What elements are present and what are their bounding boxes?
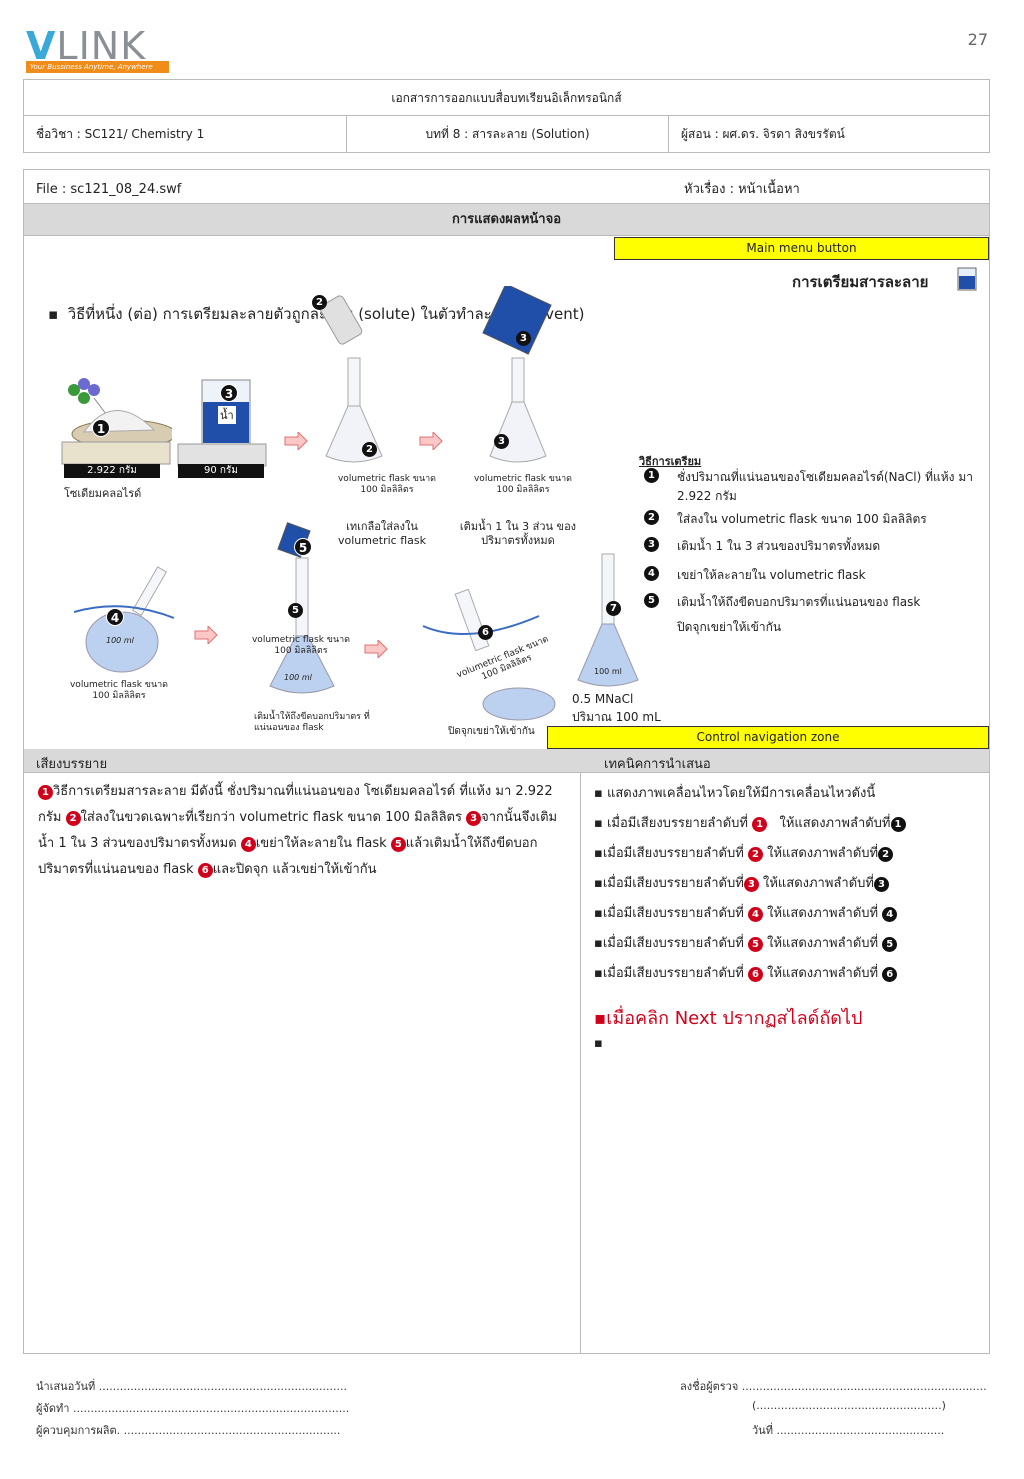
file-name: File : sc121_08_24.swf bbox=[36, 182, 182, 197]
flask-5-illustration bbox=[269, 522, 335, 694]
narration-header: เสียงบรรยาย bbox=[36, 757, 108, 772]
instructor-name: ผู้สอน : ผศ.ดร. จิรดา สิงขรรัตน์ bbox=[681, 127, 845, 141]
flask-label-4: volumetric flask ขนาด 100 มิลลิลิตร bbox=[69, 680, 169, 701]
add-water-caption: เติมน้ำ 1 ใน 3 ส่วน ของปริมาตรทั้งหมด bbox=[459, 520, 577, 547]
technique-item: ▪ เมื่อมีเสียงบรรยายลำดับที่ 1 ให้แสดงภา… bbox=[594, 812, 984, 833]
storyboard-frame: File : sc121_08_24.swf หัวเรื่อง : หน้าเ… bbox=[23, 169, 990, 1354]
vlink-logo: VLINK Your Bussiness Anytime, Anywhere bbox=[26, 24, 171, 74]
result-volume: ปริมาณ 100 mL bbox=[572, 710, 661, 724]
producer: ผู้จัดทำ ...............................… bbox=[36, 1402, 350, 1415]
flask-with-shaker-illustration bbox=[319, 295, 383, 463]
topic-label: หัวเรื่อง : หน้าเนื้อหา bbox=[684, 182, 800, 197]
screen-display-bar: การแสดงผลหน้าจอ bbox=[24, 204, 989, 236]
salt-mass-label: 2.922 กรัม bbox=[64, 464, 160, 478]
water-mass-label: 90 กรัม bbox=[178, 464, 264, 478]
control-navigation-zone[interactable]: Control navigation zone bbox=[547, 726, 989, 749]
document-header: เอกสารการออกแบบสื่อบทเรียนอิเล็กทรอนิกส์… bbox=[23, 79, 990, 153]
step-item: ปิดจุกเขย่าให้เข้ากัน bbox=[677, 620, 782, 634]
reviewer-signature: ลงชื่อผู้ตรวจ ..........................… bbox=[680, 1380, 987, 1393]
presented-date: นำเสนอวันที่ ...........................… bbox=[36, 1380, 347, 1393]
technique-item: ▪เมื่อมีเสียงบรรยายลำดับที่ 2 ให้แสดงภาพ… bbox=[594, 842, 984, 863]
arrow-right-icon bbox=[419, 432, 443, 450]
flask-ml-label: 100 ml bbox=[106, 636, 134, 645]
technique-item: ▪เมื่อมีเสียงบรรยายลำดับที่ 4 ให้แสดงภาพ… bbox=[594, 902, 984, 923]
result-concentration: 0.5 MNaCl bbox=[572, 692, 634, 706]
flask-label-2: volumetric flask ขนาด 100 มิลลิลิตร bbox=[337, 474, 437, 495]
salt-name: โซเดียมคลอไรด์ bbox=[64, 487, 142, 500]
review-date: วันที่ .................................… bbox=[752, 1424, 945, 1437]
tilted-flask-6-illustration bbox=[422, 588, 556, 721]
slide-area: Main menu button การเตรียมสารละลาย ▪ วิธ… bbox=[24, 236, 989, 749]
flask-with-beaker-illustration bbox=[482, 286, 552, 463]
course-name: ชื่อวิชา : SC121/ Chemistry 1 bbox=[24, 116, 347, 153]
flask-label-5: volumetric flask ขนาด 100 มิลลิลิตร bbox=[251, 635, 351, 656]
document-title: เอกสารการออกแบบสื่อบทเรียนอิเล็กทรอนิกส์ bbox=[24, 80, 989, 116]
logo-tagline: Your Bussiness Anytime, Anywhere bbox=[26, 61, 169, 73]
reviewer-name: (.......................................… bbox=[752, 1399, 946, 1412]
empty-bullet: ▪ bbox=[594, 1036, 603, 1051]
cap-shake-caption: ปิดจุกเขย่าให้เข้ากัน bbox=[448, 726, 535, 737]
technique-column: ▪ แสดงภาพเคลื่อนไหวโดยให้มีการเคลื่อนไหว… bbox=[594, 782, 984, 1060]
beaker-icon bbox=[957, 267, 977, 291]
pour-salt-caption: เทเกลือใส่ลงใน volumetric flask bbox=[338, 520, 426, 547]
flask-label-3: volumetric flask ขนาด 100 มิลลิลิตร bbox=[473, 474, 573, 495]
technique-header: เทคนิคการนำเสนอ bbox=[604, 757, 711, 772]
arrow-right-icon bbox=[364, 640, 388, 658]
arrow-right-icon bbox=[194, 626, 218, 644]
water-label: น้ำ bbox=[218, 406, 236, 424]
bottom-header-bar: เสียงบรรยาย เทคนิคการนำเสนอ bbox=[24, 749, 989, 773]
tilted-flask-4-illustration bbox=[74, 566, 175, 673]
production-controller: ผู้ควบคุมการผลิต. ......................… bbox=[36, 1424, 341, 1437]
page-number: 27 bbox=[967, 30, 988, 49]
technique-item: ▪เมื่อมีเสียงบรรยายลำดับที่ 6 ให้แสดงภาพ… bbox=[594, 962, 984, 983]
chapter-name: บทที่ 8 : สารละลาย (Solution) bbox=[347, 116, 669, 153]
slide-heading: การเตรียมสารละลาย bbox=[792, 273, 929, 291]
steps-title: วิธีการเตรียม bbox=[639, 455, 702, 468]
fill-mark-caption: เติมน้ำให้ถึงขีดบอกปริมาตร ที่แน่นอนของ … bbox=[254, 712, 370, 733]
main-menu-button[interactable]: Main menu button bbox=[614, 237, 989, 260]
salt-balance-illustration bbox=[61, 378, 172, 465]
technique-item: ▪เมื่อมีเสียงบรรยายลำดับที่ 5 ให้แสดงภาพ… bbox=[594, 932, 984, 953]
technique-intro: ▪ แสดงภาพเคลื่อนไหวโดยให้มีการเคลื่อนไหว… bbox=[594, 786, 876, 801]
arrow-right-icon bbox=[284, 432, 308, 450]
technique-item: ▪เมื่อมีเสียงบรรยายลำดับที่3 ให้แสดงภาพล… bbox=[594, 872, 984, 893]
next-instruction: ▪เมื่อคลิก Next ปรากฏสไลด์ถัดไป bbox=[594, 1008, 863, 1029]
file-row: File : sc121_08_24.swf หัวเรื่อง : หน้าเ… bbox=[24, 170, 989, 204]
